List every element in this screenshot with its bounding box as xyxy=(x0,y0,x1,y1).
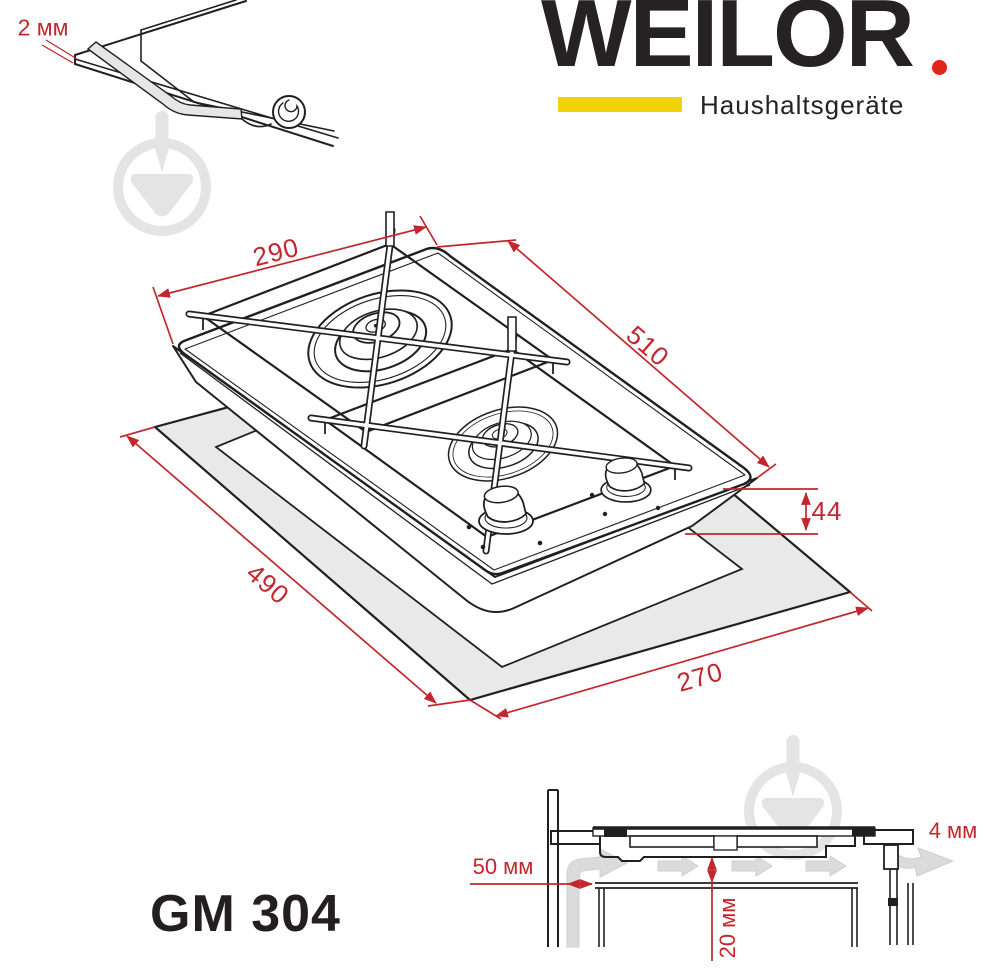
rear-gap-arrow xyxy=(891,847,955,877)
hob-tray-section xyxy=(599,836,856,862)
model-name: GM 304 xyxy=(150,885,341,943)
wall xyxy=(547,789,559,947)
dimension-lines xyxy=(119,215,873,720)
brand-logo: WEILOR xyxy=(541,0,915,87)
rear-gap-label: 4 мм xyxy=(928,818,978,843)
edge-thickness-label: 2 мм xyxy=(17,14,69,41)
wall-clearance-label: 50 мм xyxy=(472,854,534,879)
shelf xyxy=(595,882,858,889)
installation-cross-section xyxy=(470,789,955,961)
clearance-dimensions xyxy=(470,856,717,961)
edge-detail-leader-lines xyxy=(41,39,78,64)
panel-thickness-edge xyxy=(179,352,751,585)
isometric-hob-drawing xyxy=(119,211,873,720)
edge-seal-detail-drawing xyxy=(74,0,339,147)
knob-markings xyxy=(466,492,661,550)
seal-strip xyxy=(86,41,243,120)
bottom-clearance-label: 20 мм xyxy=(715,897,740,959)
brand-yellow-bar xyxy=(558,97,682,112)
airflow-arrows xyxy=(566,847,955,948)
dim-label-44: 44 xyxy=(811,496,843,526)
brand-tagline: Haushaltsgeräte xyxy=(700,90,905,120)
brand-logo-dot-icon xyxy=(932,60,947,75)
